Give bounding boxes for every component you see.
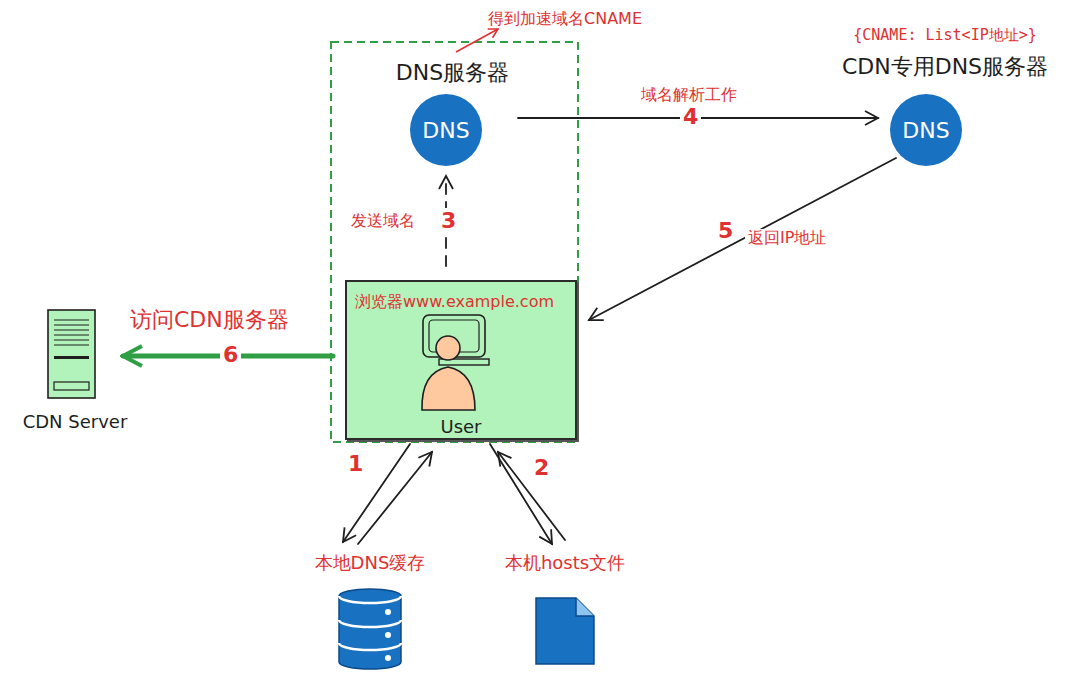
connector-line (490, 444, 552, 544)
hosts-file-node: 本机hosts文件 (480, 552, 650, 676)
node-note: {CNAME: List<IP地址>} (830, 26, 1060, 44)
connector-arrow (343, 444, 432, 544)
node-icon (337, 588, 403, 672)
edge-label: 发送域名 (348, 212, 418, 230)
node-icon (534, 596, 596, 666)
cdn-dns-server-node: DNS {CNAME: List<IP地址>} CDN专用DNS服务器 (830, 22, 1060, 170)
callout-number: 6 (220, 342, 241, 367)
edge-label: 域名解析工作 (638, 86, 740, 104)
callout-number: 3 (438, 208, 459, 233)
circle-text: DNS (902, 118, 949, 143)
circle-text: DNS (422, 118, 469, 143)
hosts-label: 本机hosts文件 (480, 552, 650, 574)
dns-circle: DNS (890, 94, 962, 166)
connector-line (358, 452, 432, 544)
node-title: CDN专用DNS服务器 (830, 54, 1060, 80)
node-icon (46, 308, 97, 400)
callout-number: 1 (348, 451, 363, 476)
connector-line (589, 158, 896, 320)
connector-arrow (490, 444, 565, 544)
annotation-arrow (456, 29, 498, 52)
group-dashed-frame (331, 42, 578, 442)
cdn-server-node: CDN Server (10, 305, 140, 440)
dns-server-node: DNS DNS服务器 (390, 58, 515, 170)
callout-number: 5 (718, 218, 733, 243)
browser-url: 浏览器www.example.com (355, 292, 554, 311)
local-dns-cache-node: 本地DNS缓存 (290, 552, 450, 676)
edge-label: 访问CDN服务器 (127, 307, 292, 332)
dns-circle: DNS (410, 94, 482, 166)
node-title: DNS服务器 (390, 60, 515, 86)
annotation-text: 得到加速域名CNAME (488, 10, 642, 28)
user-label: User (347, 416, 575, 438)
edge-label: 返回IP地址 (745, 229, 829, 247)
callout-number: 2 (534, 455, 549, 480)
connector-line (498, 452, 565, 540)
cache-label: 本地DNS缓存 (290, 552, 450, 574)
connector-arrow (589, 158, 896, 320)
callout-number: 4 (680, 104, 701, 129)
server-label: CDN Server (10, 411, 140, 433)
user-browser-box: 浏览器www.example.comUser (345, 280, 577, 440)
